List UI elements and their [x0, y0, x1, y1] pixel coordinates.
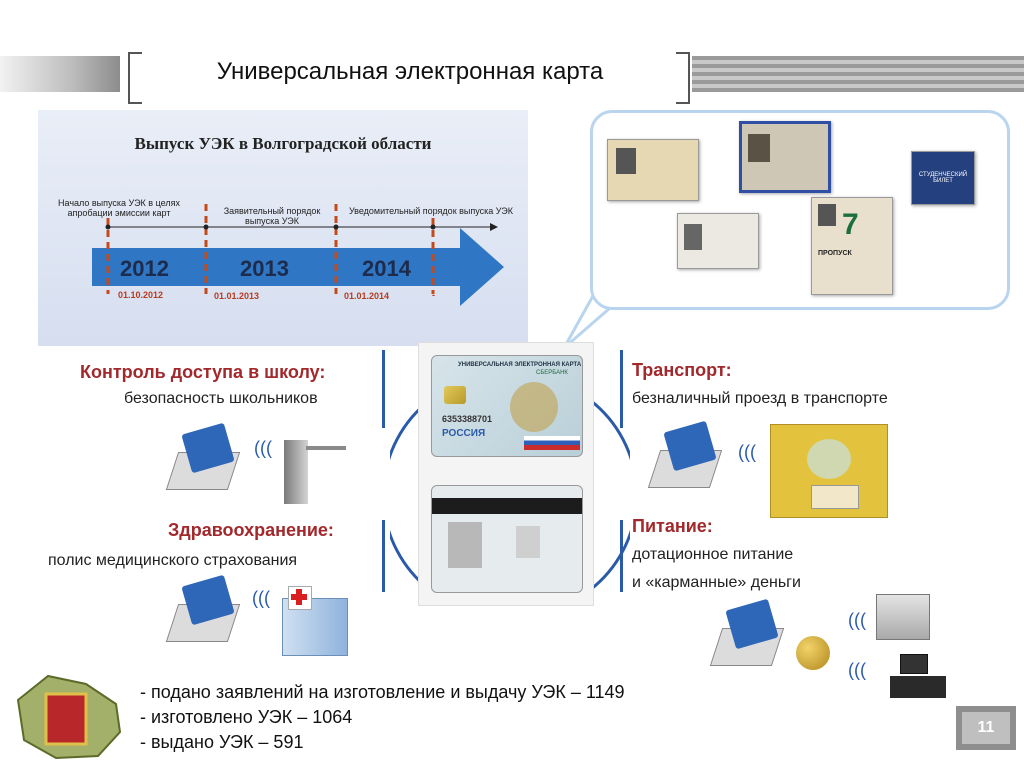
health-subtitle: полис медицинского страхования — [48, 552, 298, 569]
turnstile-icon — [278, 432, 348, 506]
title-bracket-left — [128, 52, 142, 104]
cash-register-icon — [890, 654, 950, 700]
validator-reader-pad — [807, 439, 851, 479]
hospital-icon — [276, 584, 352, 656]
red-cross-icon — [291, 594, 307, 600]
photo-icon — [516, 526, 540, 558]
student-card-image: СТУДЕНЧЕСКИЙ БИЛЕТ — [911, 151, 975, 205]
card-ring — [390, 398, 630, 592]
title-bar-left-decoration — [0, 56, 120, 92]
food-subtitle-2: и «карманные» деньги — [632, 574, 801, 591]
flag-stripe — [524, 436, 580, 450]
stat-issued: - выдано УЭК – 591 — [140, 732, 304, 752]
stat-applications: - подано заявлений на изготовление и выд… — [140, 682, 625, 702]
timeline-stage-note: Начало выпуска УЭК в целях апробации эми… — [58, 198, 180, 218]
id-document-image — [677, 213, 759, 269]
uek-card-back — [431, 485, 583, 593]
stamp-7: 7 — [842, 208, 859, 241]
register-base — [890, 676, 946, 698]
transport-validator-image — [770, 424, 888, 518]
register-display — [900, 654, 928, 674]
timeline-date: - — [432, 290, 435, 300]
timeline-year: 2013 — [240, 256, 289, 281]
turnstile-body — [284, 440, 308, 504]
documents-speech-bubble: СТУДЕНЧЕСКИЙ БИЛЕТ 7 ПРОПУСК — [590, 110, 1010, 310]
old-passport-image — [607, 139, 699, 201]
stat-produced: - изготовлено УЭК – 1064 — [140, 707, 353, 727]
timeline-stage-note: Заявительный порядок выпуска УЭК — [223, 206, 321, 226]
timeline-date: 01.01.2014 — [344, 291, 390, 301]
region-map-icon — [16, 674, 122, 760]
timeline-arrow-graphic — [92, 204, 504, 306]
school-divider-line — [382, 350, 385, 428]
school-subtitle: безопасность школьников — [124, 390, 318, 407]
timeline-stage-note: Уведомительный порядок выпуска УЭК — [348, 206, 514, 216]
uek-card-front: УНИВЕРСАЛЬНАЯ ЭЛЕКТРОННАЯ КАРТА СБЕРБАНК… — [431, 355, 583, 457]
photo-icon — [748, 134, 770, 162]
pass-document-image: 7 ПРОПУСК — [811, 197, 893, 295]
region-map-emblem — [8, 670, 128, 762]
card-reader-icon — [647, 420, 726, 490]
card-country: РОССИЯ — [442, 428, 486, 439]
coins-icon — [796, 636, 830, 670]
copier-icon — [876, 594, 930, 640]
photo-icon — [818, 204, 836, 226]
timeline-date: 01.01.2013 — [214, 291, 260, 301]
food-subtitle-1: дотационное питание — [632, 546, 794, 563]
slide-title: Универсальная электронная карта — [216, 58, 604, 85]
timeline-year: 2012 — [120, 256, 169, 281]
title-bar-right-decoration — [692, 56, 1024, 92]
chip-icon — [444, 386, 466, 404]
uek-card-image: УНИВЕРСАЛЬНАЯ ЭЛЕКТРОННАЯ КАРТА СБЕРБАНК… — [418, 342, 594, 606]
title-bracket-right — [676, 52, 690, 104]
old-id-card-image — [739, 121, 831, 193]
signal-wave-icon: ((( — [738, 442, 756, 462]
school-title: Контроль доступа в школу: — [80, 362, 326, 382]
turnstile-arm — [306, 446, 346, 450]
card-number: 6353388701 — [442, 414, 493, 424]
student-card-label: СТУДЕНЧЕСКИЙ БИЛЕТ — [918, 172, 968, 184]
signal-wave-icon: ((( — [848, 660, 866, 680]
page-number: 11 — [962, 712, 1010, 744]
signal-wave-icon: ((( — [252, 588, 270, 608]
timeline-image: Выпуск УЭК в Волгоградской области Начал… — [38, 110, 528, 346]
photo-icon — [616, 148, 636, 174]
timeline-date: 01.10.2012 — [118, 290, 164, 300]
transport-subtitle: безналичный проезд в транспорте — [632, 390, 888, 407]
health-title: Здравоохранение: — [168, 520, 334, 540]
magnetic-stripe — [432, 498, 582, 514]
card-reader-icon — [165, 422, 244, 492]
food-divider-line — [620, 520, 623, 592]
timeline-year: 2014 — [362, 256, 411, 281]
card-reader-icon — [709, 598, 788, 668]
stats-list: - подано заявлений на изготовление и выд… — [140, 680, 625, 755]
photo-icon — [684, 224, 702, 250]
coat-of-arms-icon — [510, 382, 558, 432]
food-title: Питание: — [632, 516, 713, 536]
card-front-title: УНИВЕРСАЛЬНАЯ ЭЛЕКТРОННАЯ КАРТА — [458, 362, 582, 368]
transport-divider-line — [620, 350, 623, 428]
timeline-heading: Выпуск УЭК в Волгоградской области — [134, 134, 432, 153]
signal-wave-icon: ((( — [254, 438, 272, 458]
card-on-validator — [811, 485, 859, 509]
pass-label: ПРОПУСК — [818, 250, 852, 257]
transport-title: Транспорт: — [632, 360, 732, 380]
card-reader-icon — [165, 574, 244, 644]
health-divider-line — [382, 520, 385, 592]
photo-icon — [448, 522, 482, 568]
signal-wave-icon: ((( — [848, 610, 866, 630]
card-bank-name: СБЕРБАНК — [536, 370, 568, 376]
